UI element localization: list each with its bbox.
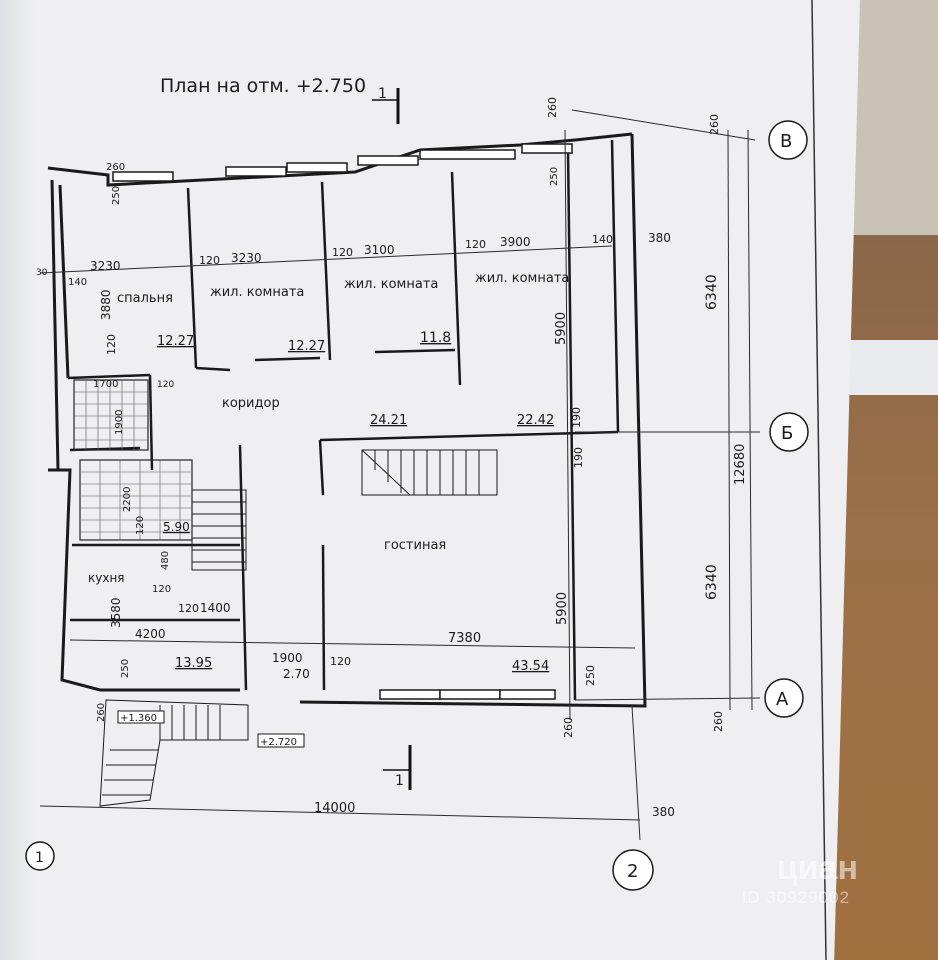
dim-6340-top: 6340 — [704, 274, 720, 310]
dim-120-left: 120 — [105, 334, 118, 355]
elevation-box-2 — [257, 733, 305, 748]
dim-3880: 3880 — [99, 289, 113, 320]
dim-120-stair: 120 — [157, 380, 174, 390]
dim-3230b: 3230 — [231, 251, 262, 265]
paper-stack — [845, 340, 938, 395]
dim-380: 380 — [648, 231, 671, 245]
dim-6340-bottom: 6340 — [704, 564, 720, 600]
axis-label-1: 1 — [35, 850, 44, 866]
dimension-labels: 3230 120 3230 120 3100 120 3900 140 380 … — [36, 97, 748, 819]
dim-250-a: 250 — [549, 167, 560, 186]
axis-marker-1 — [25, 841, 55, 871]
area-lounge: 43.54 — [512, 659, 549, 674]
dim-1700: 1700 — [93, 379, 118, 390]
dim-260-top: 260 — [546, 97, 559, 118]
dim-4200: 4200 — [135, 627, 166, 641]
dim-260-right: 260 — [708, 114, 721, 135]
sheet-fold — [0, 0, 40, 960]
dim-1900: 1900 — [114, 410, 125, 435]
dim-5900-bottom: 5900 — [555, 592, 570, 625]
sheet-frame-line — [811, 0, 827, 960]
area-kitchen: 13.95 — [175, 656, 212, 671]
room-living2-name: жил. комната — [344, 277, 438, 292]
dim-260-entry: 260 — [96, 703, 107, 722]
watermark-id: ID 30929002 — [741, 888, 850, 907]
dim-3100: 3100 — [364, 243, 395, 257]
axis-markers — [25, 120, 809, 891]
axis-label-b: Б — [781, 423, 793, 444]
axis-marker-v — [768, 120, 808, 160]
dim-250-d: 250 — [584, 665, 597, 686]
dim-120-lounge: 120 — [330, 655, 351, 668]
dim-260-bottom-right: 260 — [712, 711, 725, 732]
area-living2: 11.8 — [420, 330, 451, 346]
dim-250-b: 250 — [111, 186, 122, 205]
plan-title: План на отм. +2.750 — [160, 75, 366, 97]
dim-120-kitchen-2: 120 — [178, 602, 199, 615]
section-mark-top: 1 — [378, 86, 387, 102]
dim-120c: 120 — [465, 238, 486, 251]
watermark-logo: циан — [776, 849, 858, 887]
dim-14000: 14000 — [314, 801, 355, 816]
staircase-lounge — [361, 449, 498, 496]
staircase-entry — [99, 699, 249, 807]
dimension-lines — [39, 109, 761, 841]
dim-120b: 120 — [332, 246, 353, 259]
area-corridor-1: 24.21 — [370, 413, 407, 428]
bathroom-tiles — [73, 379, 193, 541]
axis-label-a: А — [776, 689, 789, 710]
floor-plan: План на отм. +2.750 1 — [25, 0, 827, 960]
elevation-box-1 — [117, 710, 165, 724]
dim-5900-top: 5900 — [554, 312, 569, 345]
dim-30: 30 — [36, 268, 48, 278]
area-corridor-2: 22.42 — [517, 413, 554, 428]
dim-380-bottom: 380 — [652, 805, 675, 819]
dim-1900-b: 1900 — [272, 651, 303, 665]
room-corridor-name: коридор — [222, 396, 280, 411]
staircase-hall — [191, 489, 247, 571]
dim-260-bottom: 260 — [562, 717, 575, 738]
dim-190-a: 190 — [570, 407, 583, 428]
room-bedroom-name: спальня — [117, 291, 173, 306]
room-living3-name: жил. комната — [475, 271, 569, 286]
area-bedroom: 12.27 — [157, 334, 194, 349]
dim-270: 2.70 — [283, 667, 310, 681]
dim-2200: 2200 — [122, 487, 133, 512]
dim-260-corner: 260 — [106, 162, 125, 173]
section-mark-bottom: 1 — [395, 773, 404, 789]
room-lounge-name: гостиная — [384, 538, 446, 553]
dim-1400: 1400 — [200, 601, 231, 615]
dim-250-c: 250 — [120, 659, 131, 678]
elevation-mark-1: +1.360 — [120, 713, 157, 724]
dim-7380: 7380 — [448, 631, 481, 646]
room-kitchen-name: кухня — [88, 571, 125, 585]
area-bath: 5.90 — [163, 520, 190, 534]
dim-190-b: 190 — [572, 447, 585, 468]
axis-marker-2 — [612, 849, 654, 891]
dim-120a: 120 — [199, 254, 220, 267]
dim-3230a: 3230 — [90, 259, 121, 273]
dim-140: 140 — [592, 233, 613, 246]
dim-3900: 3900 — [500, 235, 531, 249]
dim-480: 480 — [160, 551, 171, 570]
dim-140-left: 140 — [68, 277, 87, 288]
dim-120-bath: 120 — [135, 516, 146, 535]
axis-marker-a — [764, 678, 804, 718]
area-living1: 12.27 — [288, 339, 325, 354]
axis-label-2: 2 — [627, 861, 638, 882]
drawing-sheet — [0, 0, 860, 960]
interior-walls — [67, 139, 620, 701]
dim-12680: 12680 — [733, 444, 748, 485]
axis-label-v: В — [780, 131, 792, 152]
dim-120-kitchen: 120 — [152, 584, 171, 595]
elevation-mark-2: +2.720 — [260, 737, 297, 748]
windows-top — [112, 143, 573, 700]
room-living1-name: жил. комната — [210, 285, 304, 300]
dim-3580: 3580 — [109, 597, 123, 628]
axis-marker-b — [769, 412, 809, 452]
